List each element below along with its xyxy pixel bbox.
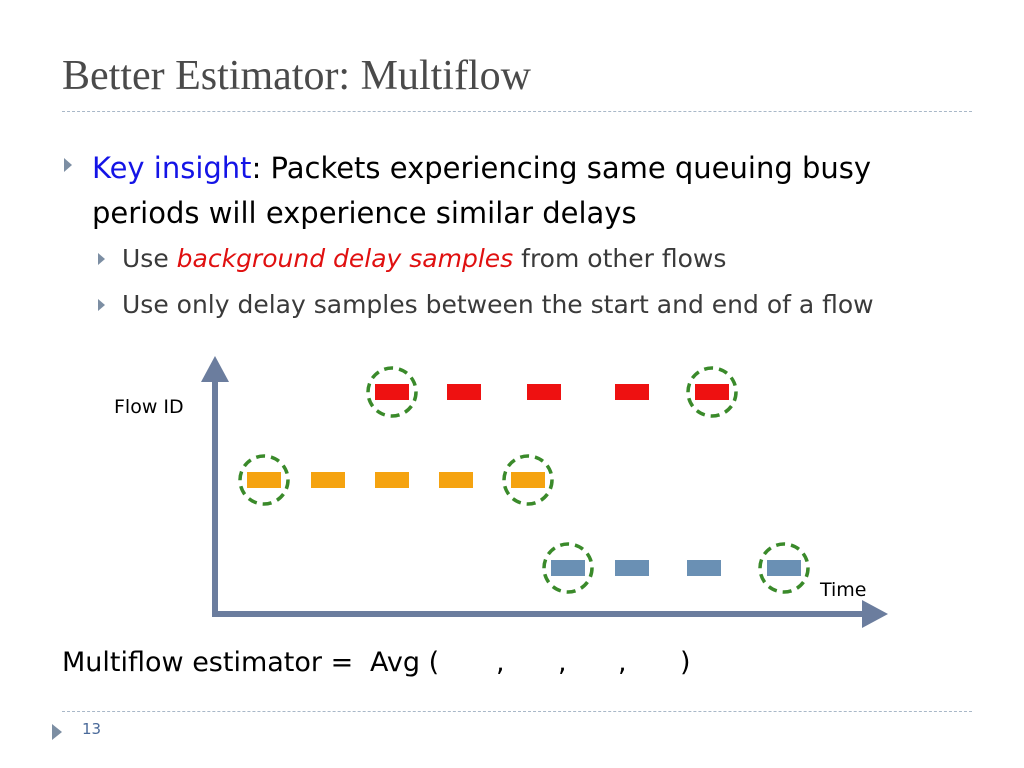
diagram-axes (201, 356, 888, 628)
sub-bullet-background-samples: Use background delay samples from other … (122, 244, 726, 273)
highlight-circle (542, 542, 594, 594)
delay-samples (238, 366, 810, 594)
x-axis-label: Time (820, 579, 867, 601)
flow-bottom-sample (687, 560, 721, 576)
main-bullet: Key insight: Packets experiencing same q… (92, 146, 912, 236)
formula-comma: , (496, 647, 505, 678)
key-insight-text: : Packets experiencing same queuing busy… (92, 151, 872, 230)
highlight-circle (758, 542, 810, 594)
x-axis-arrowhead (862, 600, 888, 628)
flow-top-sample (695, 384, 729, 400)
formula-label: Multiflow estimator = (62, 647, 354, 678)
flow-middle-sample (511, 472, 545, 488)
flow-top-sample (615, 384, 649, 400)
title-divider (62, 111, 972, 112)
highlight-circle (686, 366, 738, 418)
formula-comma: , (618, 647, 627, 678)
flow-bottom-sample (551, 560, 585, 576)
flow-bottom-sample (767, 560, 801, 576)
flow-middle-sample (247, 472, 281, 488)
flow-middle-sample (375, 472, 409, 488)
flow-middle-sample (311, 472, 345, 488)
sub-bullet-1-suffix: from other flows (513, 244, 727, 273)
sub-bullet-arrow-icon (98, 299, 105, 311)
formula-comma: , (558, 647, 567, 678)
sub-bullet-1-prefix: Use (122, 244, 177, 273)
flow-top-sample (375, 384, 409, 400)
highlight-circle (238, 454, 290, 506)
formula-avg: Avg ( (370, 647, 440, 678)
highlight-circle (502, 454, 554, 506)
y-axis-label: Flow ID (114, 396, 184, 418)
slide-title: Better Estimator: Multiflow (62, 53, 531, 99)
bullet-arrow-icon (64, 158, 72, 172)
flow-top-sample (527, 384, 561, 400)
sub-bullet-flow-window: Use only delay samples between the start… (122, 290, 874, 319)
flow-bottom-sample (615, 560, 649, 576)
y-axis-arrowhead (201, 356, 229, 382)
sub-bullet-1-emphasis: background delay samples (176, 244, 514, 273)
key-insight-label: Key insight (92, 151, 252, 185)
flow-middle-sample (439, 472, 473, 488)
highlight-circle (366, 366, 418, 418)
sub-bullet-arrow-icon (98, 253, 105, 265)
footer-divider (62, 711, 972, 712)
formula-close: ) (680, 647, 691, 678)
flow-top-sample (447, 384, 481, 400)
footer-arrow-icon (52, 724, 62, 740)
page-number: 13 (82, 720, 102, 738)
